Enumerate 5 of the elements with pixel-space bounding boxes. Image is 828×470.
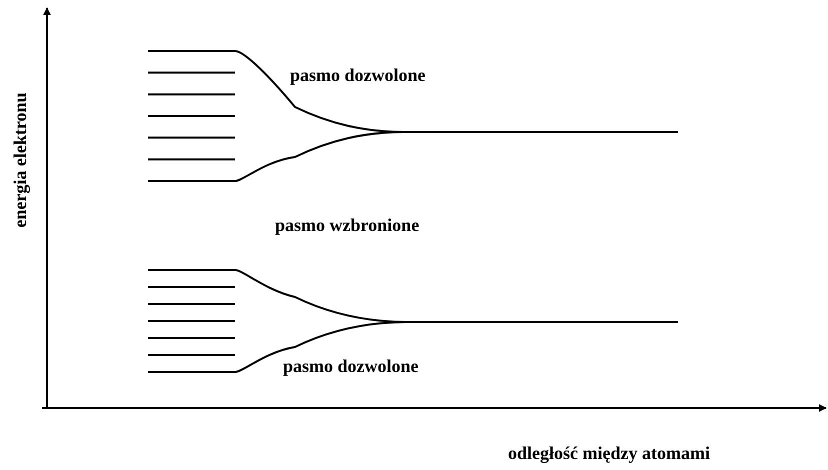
- axis-title: odległość między atomami: [508, 444, 710, 464]
- band-label: pasmo wzbronione: [275, 216, 420, 236]
- band-label: pasmo dozwolone: [290, 66, 426, 86]
- band-label: pasmo dozwolone: [283, 357, 419, 377]
- axis-title: energia elektronu: [11, 92, 31, 228]
